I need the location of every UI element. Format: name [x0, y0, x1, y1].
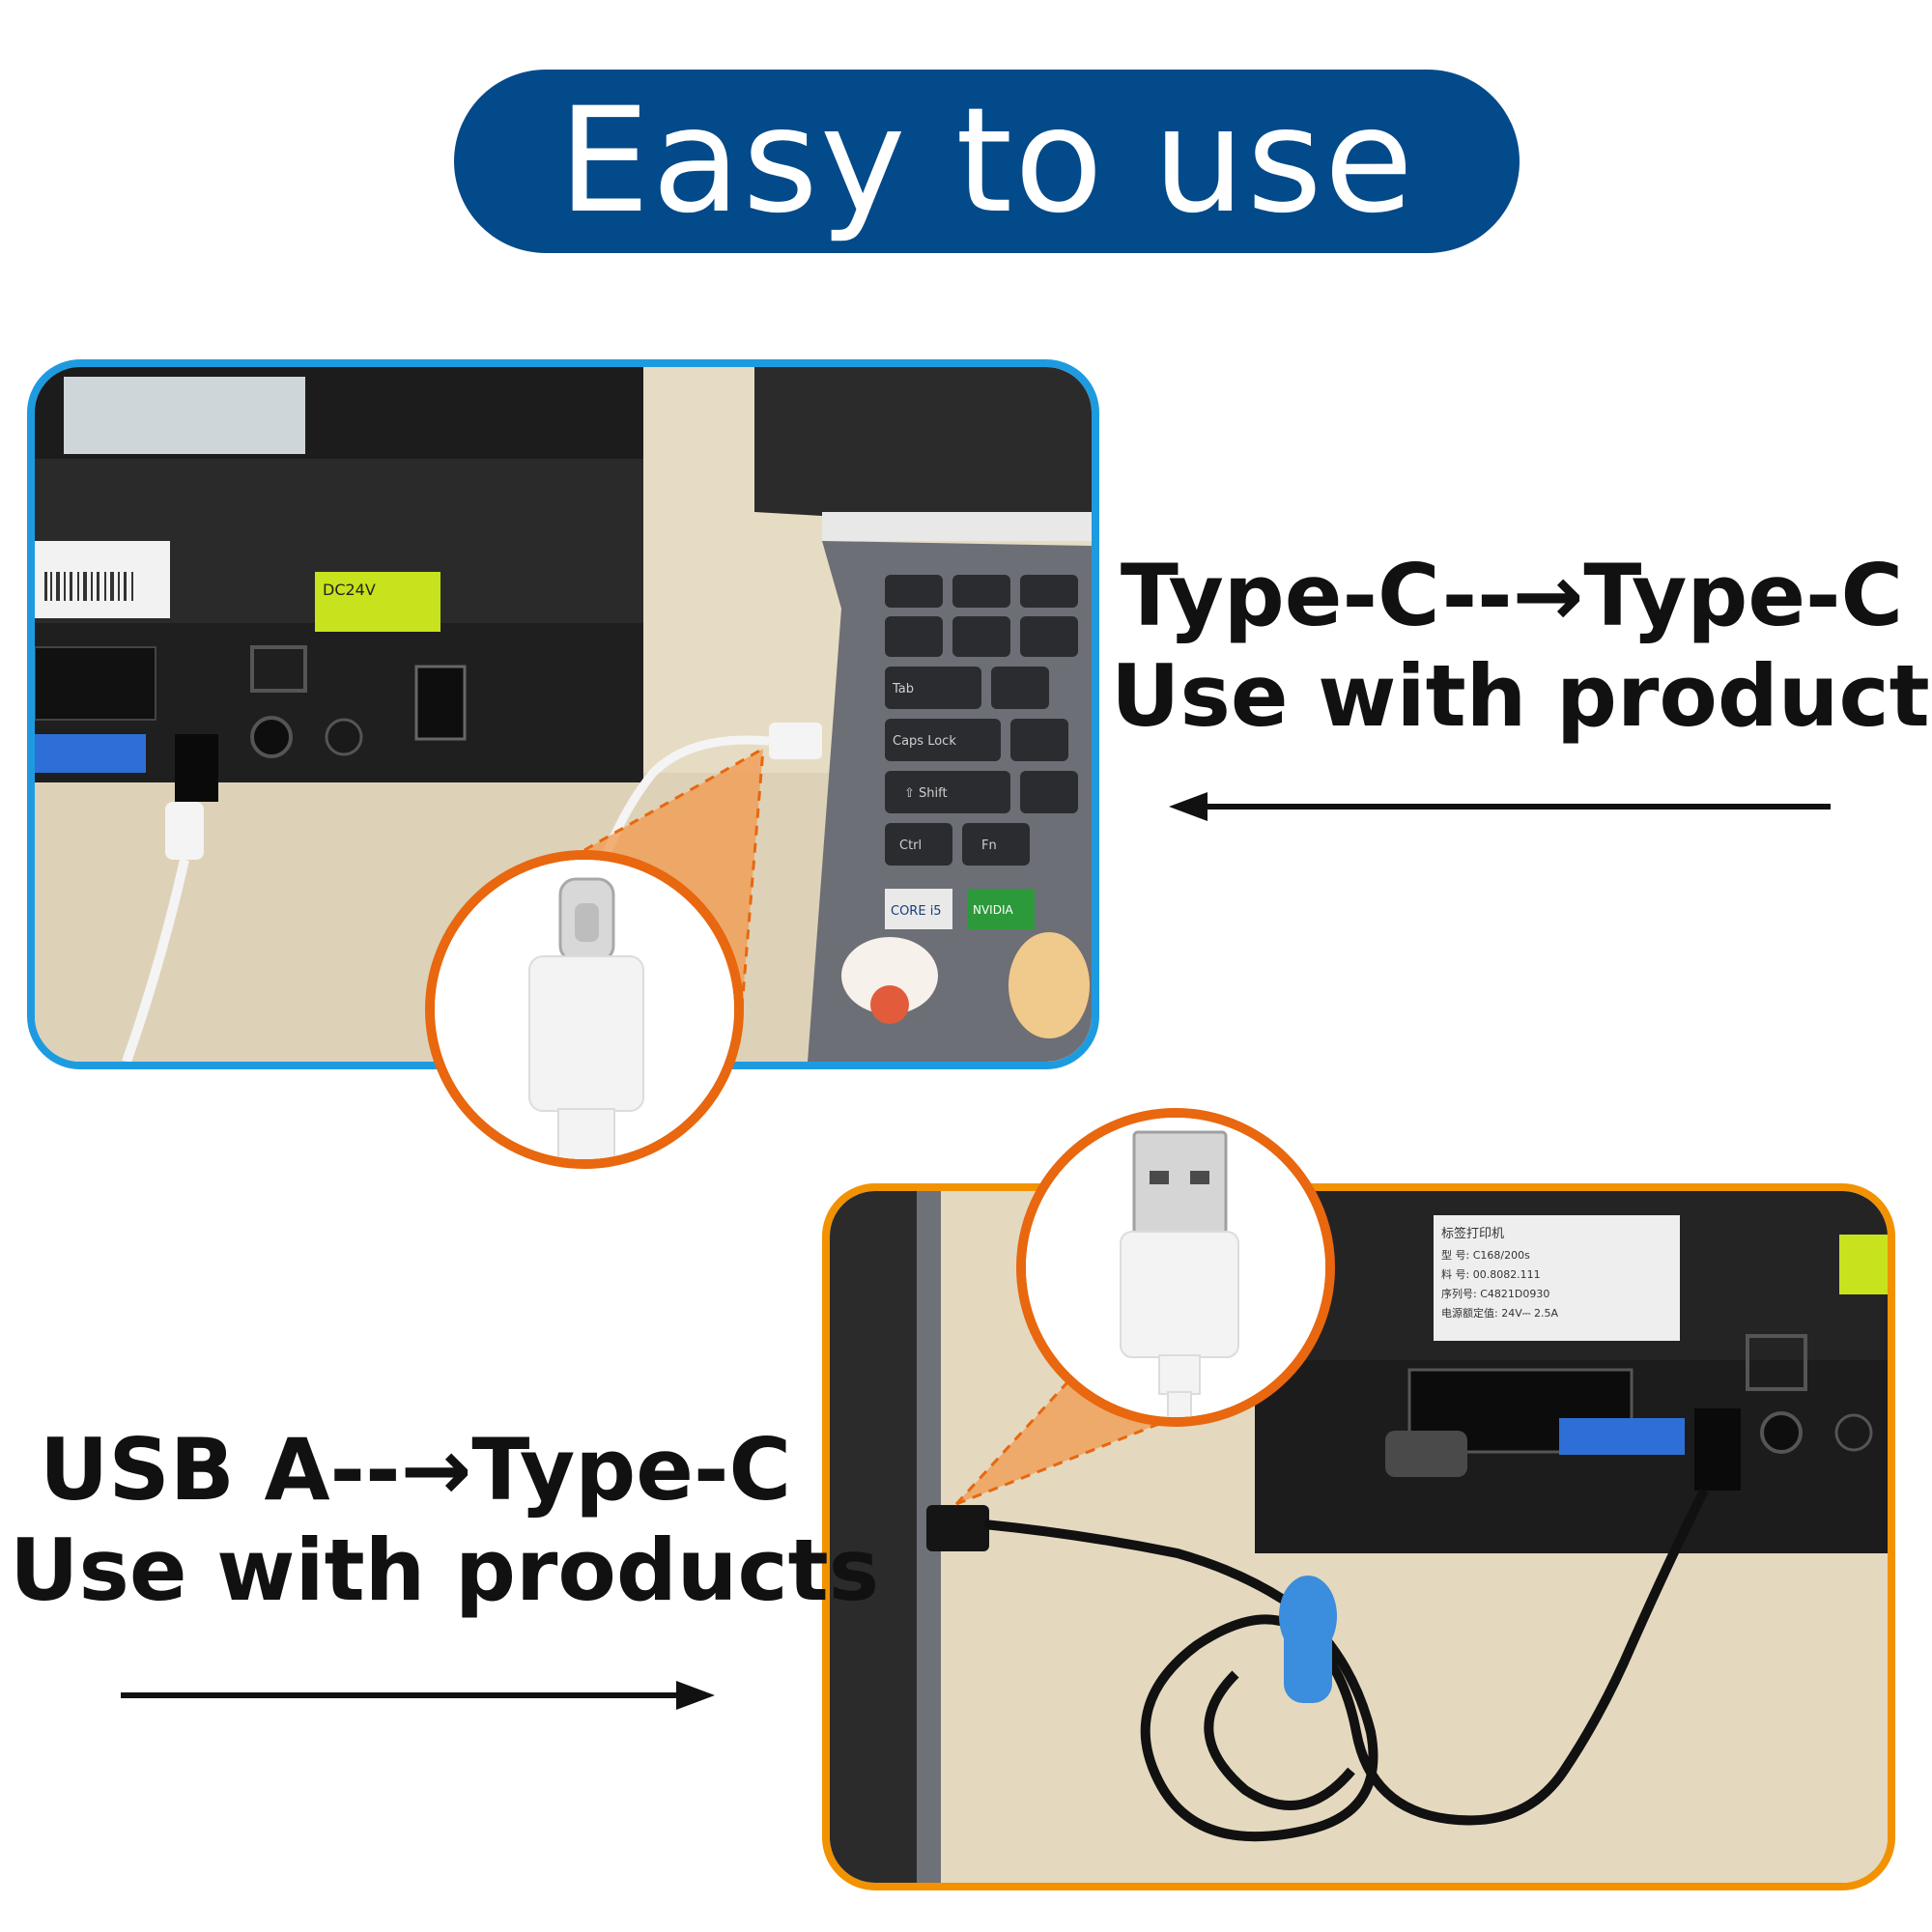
- label-part: 料 号: 00.8082.111: [1441, 1267, 1541, 1281]
- caption-usb-a-to-type-c: USB A--→Type-C Use with products: [10, 1420, 880, 1621]
- zoom-type-c-plug: [425, 850, 744, 1169]
- usb-a-plug-icon: [1026, 1118, 1325, 1417]
- caption-2-line-2: Use with products: [10, 1520, 880, 1620]
- key-fn: Fn: [981, 838, 997, 853]
- caption-1-line-1: Type-C--→Type-C: [1120, 546, 1904, 645]
- key-shift: ⇧ Shift: [904, 786, 948, 801]
- key-ctrl: Ctrl: [899, 838, 922, 853]
- arrow-left-icon: [1169, 787, 1835, 826]
- header-title: Easy to use: [557, 77, 1416, 245]
- zoom-usb-a-plug: [1016, 1108, 1335, 1427]
- dc-label: DC24V: [323, 581, 376, 599]
- badge-nvidia: NVIDIA: [973, 903, 1014, 917]
- caption-2-line-1: USB A--→Type-C: [39, 1420, 792, 1520]
- caption-type-c-to-type-c: Type-C--→Type-C Use with products: [1111, 546, 1932, 747]
- label-model: 型 号: C168/200s: [1441, 1248, 1530, 1262]
- label-power: 电源额定值: 24V⎓ 2.5A: [1441, 1306, 1558, 1320]
- type-c-plug-icon: [435, 860, 734, 1159]
- key-tab: Tab: [892, 682, 914, 696]
- label-serial: 序列号: C4821D0930: [1441, 1287, 1549, 1300]
- header-pill: Easy to use: [454, 70, 1520, 253]
- badge-intel: CORE i5: [891, 904, 942, 919]
- printer-usb-illustration: 标签打印机 型 号: C168/200s 料 号: 00.8082.111 序列…: [830, 1191, 1888, 1883]
- label-title: 标签打印机: [1441, 1226, 1504, 1241]
- photo-usb-a-to-type-c: 标签打印机 型 号: C168/200s 料 号: 00.8082.111 序列…: [822, 1183, 1895, 1890]
- key-caps-lock: Caps Lock: [893, 734, 956, 749]
- caption-1-line-2: Use with products: [1111, 645, 1932, 746]
- arrow-right-icon: [116, 1676, 715, 1715]
